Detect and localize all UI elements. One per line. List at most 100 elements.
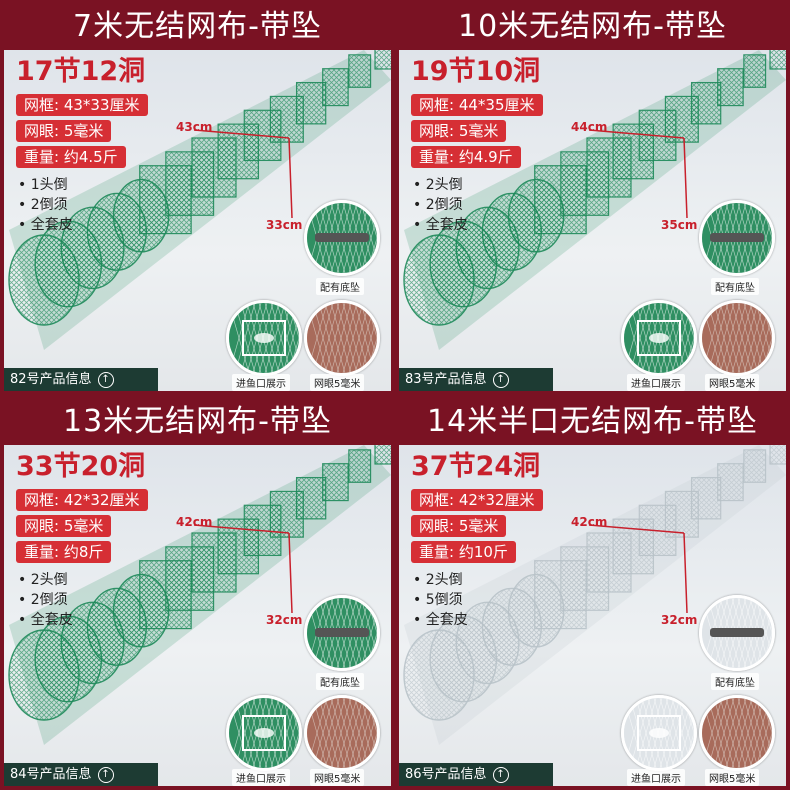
product-info-label: 86号产品信息	[405, 767, 487, 782]
product-info-label: 83号产品信息	[405, 372, 487, 387]
product-panel-2[interactable]: 10米无结网布-带坠 19节10洞 网框: 44*35厘米 网眼: 5毫米 重量…	[399, 4, 786, 391]
sections-label: 19节10洞	[411, 56, 541, 87]
feature-item: • 2倒须	[413, 197, 463, 213]
panel-title: 10米无结网布-带坠	[399, 4, 786, 50]
net-illustration	[403, 50, 786, 350]
entry-detail-image	[226, 300, 302, 376]
weight-tag: 重量: 约4.9斤	[411, 146, 521, 168]
weight-tag: 重量: 约4.5斤	[16, 146, 126, 168]
weight-tag: 重量: 约8斤	[16, 541, 112, 563]
sections-label: 37节24洞	[411, 451, 541, 482]
mesh-detail-image	[304, 695, 380, 771]
mesh-caption: 网眼5毫米	[705, 374, 760, 391]
entry-illustration	[624, 698, 694, 768]
weight-illustration	[307, 203, 377, 273]
sections-label: 33节20洞	[16, 451, 146, 482]
width-dimension: 42cm	[571, 515, 608, 529]
net-illustration	[403, 445, 786, 745]
weight-detail-image	[699, 595, 775, 671]
product-info-link[interactable]: 84号产品信息 ↑	[4, 763, 158, 786]
entry-illustration	[229, 303, 299, 373]
entry-caption: 进鱼口展示	[627, 374, 685, 391]
weight-detail-image	[699, 200, 775, 276]
height-dimension: 32cm	[266, 613, 303, 627]
height-dimension: 32cm	[661, 613, 698, 627]
mesh-size-tag: 网眼: 5毫米	[411, 515, 507, 537]
weight-caption: 配有底坠	[711, 673, 759, 690]
height-dimension: 35cm	[661, 218, 698, 232]
width-dimension: 42cm	[176, 515, 213, 529]
product-panel-1[interactable]: 7米无结网布-带坠 17节12洞 网框: 43*33厘米 网眼: 5毫米 重量:…	[4, 4, 391, 391]
sections-label: 17节12洞	[16, 56, 146, 87]
feature-item: • 2头倒	[413, 572, 463, 588]
weight-caption: 配有底坠	[711, 278, 759, 295]
feature-item: • 2倒须	[18, 592, 68, 608]
product-info-label: 84号产品信息	[10, 767, 92, 782]
entry-caption: 进鱼口展示	[627, 769, 685, 786]
weight-tag: 重量: 约10斤	[411, 541, 516, 563]
product-panel-3[interactable]: 13米无结网布-带坠 33节20洞 网框: 42*32厘米 网眼: 5毫米 重量…	[4, 399, 391, 786]
feature-item: • 1头倒	[18, 177, 68, 193]
entry-detail-image	[226, 695, 302, 771]
panel-title: 14米半口无结网布-带坠	[399, 399, 786, 445]
weight-illustration	[702, 203, 772, 273]
weight-illustration	[702, 598, 772, 668]
arrow-up-circle-icon: ↑	[492, 766, 509, 783]
mesh-illustration	[307, 698, 377, 768]
frame-size-tag: 网框: 43*33厘米	[16, 94, 148, 116]
mesh-caption: 网眼5毫米	[705, 769, 760, 786]
mesh-size-tag: 网眼: 5毫米	[16, 515, 112, 537]
mesh-illustration	[702, 303, 772, 373]
net-illustration	[8, 50, 391, 350]
feature-item: • 2倒须	[18, 197, 68, 213]
product-info-link[interactable]: 86号产品信息 ↑	[399, 763, 553, 786]
feature-item: • 2头倒	[413, 177, 463, 193]
feature-item: • 全套皮	[18, 217, 73, 233]
product-photo: 33节20洞 网框: 42*32厘米 网眼: 5毫米 重量: 约8斤 • 2头倒…	[4, 445, 391, 786]
product-panel-4[interactable]: 14米半口无结网布-带坠 37节24洞 网框: 42*32厘米 网眼: 5毫米 …	[399, 399, 786, 786]
weight-caption: 配有底坠	[316, 673, 364, 690]
net-illustration	[8, 445, 391, 745]
mesh-detail-image	[304, 300, 380, 376]
mesh-illustration	[702, 698, 772, 768]
product-photo: 17节12洞 网框: 43*33厘米 网眼: 5毫米 重量: 约4.5斤 • 1…	[4, 50, 391, 391]
arrow-up-circle-icon: ↑	[97, 766, 114, 783]
mesh-illustration	[307, 303, 377, 373]
entry-illustration	[229, 698, 299, 768]
panel-title: 13米无结网布-带坠	[4, 399, 391, 445]
feature-item: • 2头倒	[18, 572, 68, 588]
entry-detail-image	[621, 300, 697, 376]
arrow-up-circle-icon: ↑	[97, 371, 114, 388]
arrow-up-circle-icon: ↑	[492, 371, 509, 388]
entry-caption: 进鱼口展示	[232, 374, 290, 391]
product-info-link[interactable]: 83号产品信息 ↑	[399, 368, 553, 391]
product-info-link[interactable]: 82号产品信息 ↑	[4, 368, 158, 391]
weight-caption: 配有底坠	[316, 278, 364, 295]
weight-illustration	[307, 598, 377, 668]
mesh-size-tag: 网眼: 5毫米	[411, 120, 507, 142]
feature-item: • 全套皮	[413, 217, 468, 233]
mesh-caption: 网眼5毫米	[310, 374, 365, 391]
weight-detail-image	[304, 200, 380, 276]
width-dimension: 43cm	[176, 120, 213, 134]
mesh-caption: 网眼5毫米	[310, 769, 365, 786]
mesh-detail-image	[699, 300, 775, 376]
feature-item: • 5倒须	[413, 592, 463, 608]
entry-detail-image	[621, 695, 697, 771]
entry-illustration	[624, 303, 694, 373]
frame-size-tag: 网框: 42*32厘米	[411, 489, 543, 511]
panel-title: 7米无结网布-带坠	[4, 4, 391, 50]
mesh-size-tag: 网眼: 5毫米	[16, 120, 112, 142]
frame-size-tag: 网框: 42*32厘米	[16, 489, 148, 511]
frame-size-tag: 网框: 44*35厘米	[411, 94, 543, 116]
feature-item: • 全套皮	[18, 612, 73, 628]
mesh-detail-image	[699, 695, 775, 771]
product-photo: 19节10洞 网框: 44*35厘米 网眼: 5毫米 重量: 约4.9斤 • 2…	[399, 50, 786, 391]
product-info-label: 82号产品信息	[10, 372, 92, 387]
feature-item: • 全套皮	[413, 612, 468, 628]
product-photo: 37节24洞 网框: 42*32厘米 网眼: 5毫米 重量: 约10斤 • 2头…	[399, 445, 786, 786]
entry-caption: 进鱼口展示	[232, 769, 290, 786]
width-dimension: 44cm	[571, 120, 608, 134]
weight-detail-image	[304, 595, 380, 671]
